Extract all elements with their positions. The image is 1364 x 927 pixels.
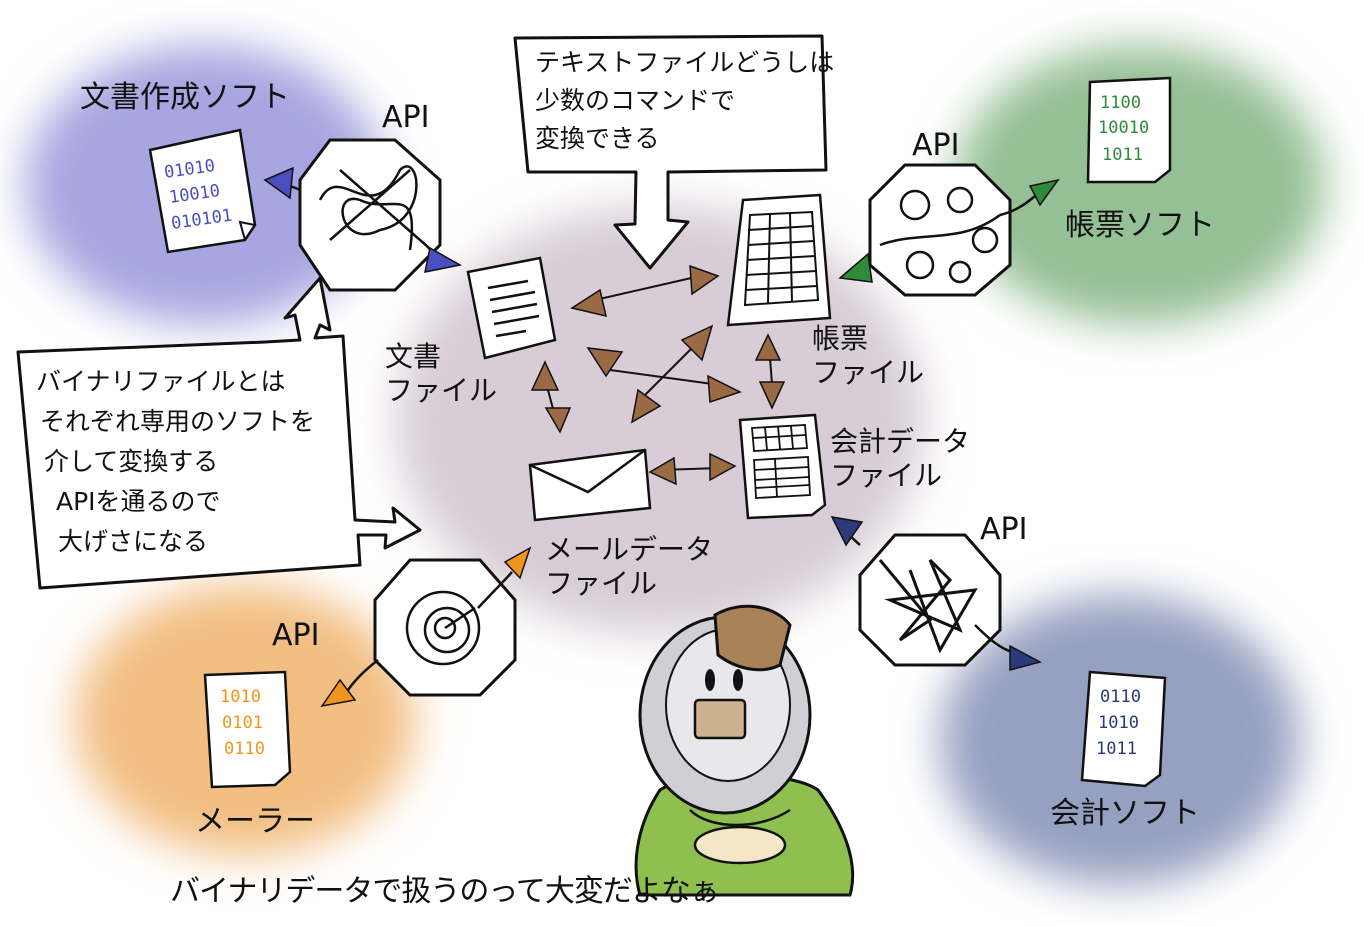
accounting-binary-line: 1011 (1096, 739, 1137, 759)
word-api-label: API (382, 100, 430, 135)
mailer-app-label: メーラー (195, 804, 315, 839)
accounting-file-icon (738, 413, 827, 520)
accounting-arrow-in-icon (830, 516, 864, 547)
mail-file-icon (528, 448, 652, 522)
note-line: 少数のコマンドで (535, 86, 736, 115)
accounting-api-label: API (980, 512, 1028, 547)
ledger-api-octagon-icon (868, 163, 1012, 297)
note-line: 大げさになる (58, 527, 209, 556)
note-line: それぞれ専用のソフトを (40, 407, 316, 436)
accounting-arrow-out-icon (1009, 644, 1043, 671)
ledger-arrow-in-icon (838, 252, 873, 283)
ledger-binary-doc-icon: 1100 10010 1011 (1086, 76, 1172, 184)
word-arrow-in-icon (424, 246, 463, 273)
ledger-arrow-out-icon (1028, 178, 1060, 207)
mailer-arrow-in-icon (320, 678, 357, 708)
mailer-arrow-out-icon (503, 546, 532, 580)
note-line: 変換できる (535, 124, 660, 153)
ledger-app-label: 帳票ソフト (1065, 208, 1215, 243)
word-api-octagon-icon (298, 138, 442, 292)
brown-arrow-icon (530, 360, 560, 391)
mailer-api-connectors (346, 571, 513, 691)
document-file-label: 文書 ファイル (385, 340, 498, 407)
ledger-binary-line: 1011 (1102, 145, 1143, 165)
word-arrow-out-icon (263, 166, 294, 200)
mailer-api-octagon-icon (373, 558, 517, 697)
note-line: APIを通るので (56, 487, 221, 516)
caption-text: バイナリデータで扱うのって大変だよなぁ (170, 874, 720, 909)
accounting-binary-doc-icon: 0110 1010 1011 (1080, 670, 1167, 788)
brown-arrow-icon (648, 456, 677, 486)
note-line: バイナリファイルとは (36, 367, 286, 396)
mailer-binary-line: 0110 (224, 739, 265, 759)
text-files-callout-box (513, 34, 828, 270)
note-line: 介して変換する (44, 447, 219, 476)
brown-arrow-icon (570, 288, 608, 318)
brown-arrow-icon (707, 374, 742, 404)
brown-arrow-icon (758, 381, 786, 410)
brown-arrow-icon (754, 333, 782, 361)
binary-files-callout-box (16, 276, 422, 590)
text-files-note: テキストファイルどうしは 少数のコマンドで 変換できる (535, 44, 834, 158)
ledger-api-label: API (912, 128, 960, 163)
word-app-label: 文書作成ソフト (80, 80, 290, 115)
accounting-app-label: 会計ソフト (1050, 796, 1200, 831)
brown-arrow-icon (586, 347, 624, 378)
binary-files-note: バイナリファイルとは それぞれ専用のソフトを 介して変換する APIを通るので … (36, 362, 315, 562)
brown-arrow-icon (709, 452, 737, 482)
brown-arrow-icon (630, 388, 662, 424)
mailer-binary-doc-icon: 1010 0101 0110 (203, 670, 292, 789)
mailer-binary-line: 1010 (220, 687, 261, 707)
ledger-binary-line: 10010 (1098, 118, 1149, 138)
mailer-binary-line: 0101 (222, 713, 263, 733)
document-file-icon (466, 256, 557, 360)
brown-arrow-icon (689, 264, 720, 296)
accounting-binary-line: 0110 (1100, 687, 1141, 707)
brown-arrow-icon (680, 324, 714, 362)
brown-arrow-icon (544, 407, 572, 434)
mail-file-label: メールデータ ファイル (545, 533, 714, 600)
accounting-api-octagon-icon (858, 533, 1002, 667)
ledger-app-blob (955, 45, 1325, 325)
mailer-api-label: API (272, 618, 320, 653)
ledger-binary-line: 1100 (1100, 93, 1141, 113)
ledger-file-label: 帳票 ファイル (812, 322, 925, 389)
ledger-file-icon (726, 193, 832, 327)
accounting-file-label: 会計データ ファイル (830, 425, 971, 492)
accounting-binary-line: 1010 (1098, 713, 1139, 733)
word-binary-doc-icon: 01010 10010 010101 (148, 128, 257, 254)
monk-character-illustration (634, 604, 855, 897)
note-line: テキストファイルどうしは (535, 48, 835, 77)
text-conversion-arrows (530, 264, 786, 486)
